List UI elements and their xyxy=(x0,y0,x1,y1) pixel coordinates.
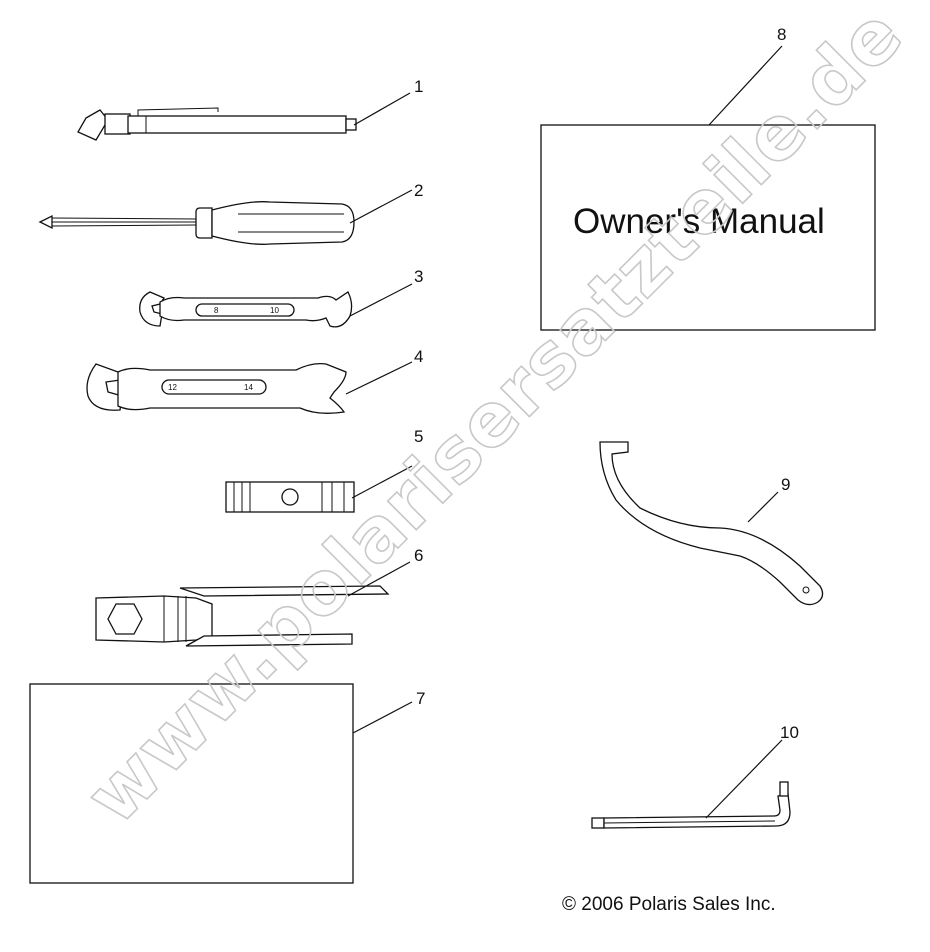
leader-10 xyxy=(705,739,783,819)
leader-5 xyxy=(351,465,413,499)
callout-1: 1 xyxy=(414,77,423,96)
leader-2 xyxy=(349,189,413,224)
wrench-large-right-size: 14 xyxy=(244,383,253,392)
wrench-small-left-size: 8 xyxy=(214,306,219,315)
leader-1 xyxy=(353,92,411,126)
manual-title: Owner's Manual xyxy=(573,202,825,241)
leader-4 xyxy=(345,361,413,395)
spanner-wrench-icon xyxy=(599,441,824,606)
leader-8 xyxy=(708,45,783,126)
callout-3: 3 xyxy=(414,267,423,286)
callout-4: 4 xyxy=(414,347,423,366)
wrench-large-left-size: 12 xyxy=(168,383,177,392)
tire-pressure-gauge-icon xyxy=(77,107,357,141)
callout-6: 6 xyxy=(414,546,423,565)
copyright-notice: © 2006 Polaris Sales Inc. xyxy=(562,894,776,915)
callout-10: 10 xyxy=(780,723,799,742)
callout-8: 8 xyxy=(777,25,786,44)
callout-5: 5 xyxy=(414,427,423,446)
wrench-small-right-size: 10 xyxy=(270,306,279,315)
callout-2: 2 xyxy=(414,181,423,200)
tool-pouch-icon xyxy=(29,683,354,884)
owners-manual-icon: Owner's Manual xyxy=(540,124,876,331)
screwdriver-icon xyxy=(38,201,355,245)
hex-key-icon xyxy=(591,781,791,829)
open-end-wrench-8-10-icon: 8 10 xyxy=(139,291,353,328)
leader-9 xyxy=(747,491,779,523)
leader-6 xyxy=(347,561,411,597)
callout-9: 9 xyxy=(781,475,790,494)
callout-7: 7 xyxy=(416,689,425,708)
leader-7 xyxy=(352,701,413,734)
leader-3 xyxy=(349,283,413,317)
ratchet-handle-icon xyxy=(95,585,390,647)
open-end-wrench-12-14-icon: 12 14 xyxy=(86,362,347,414)
spark-plug-socket-icon xyxy=(225,481,355,513)
